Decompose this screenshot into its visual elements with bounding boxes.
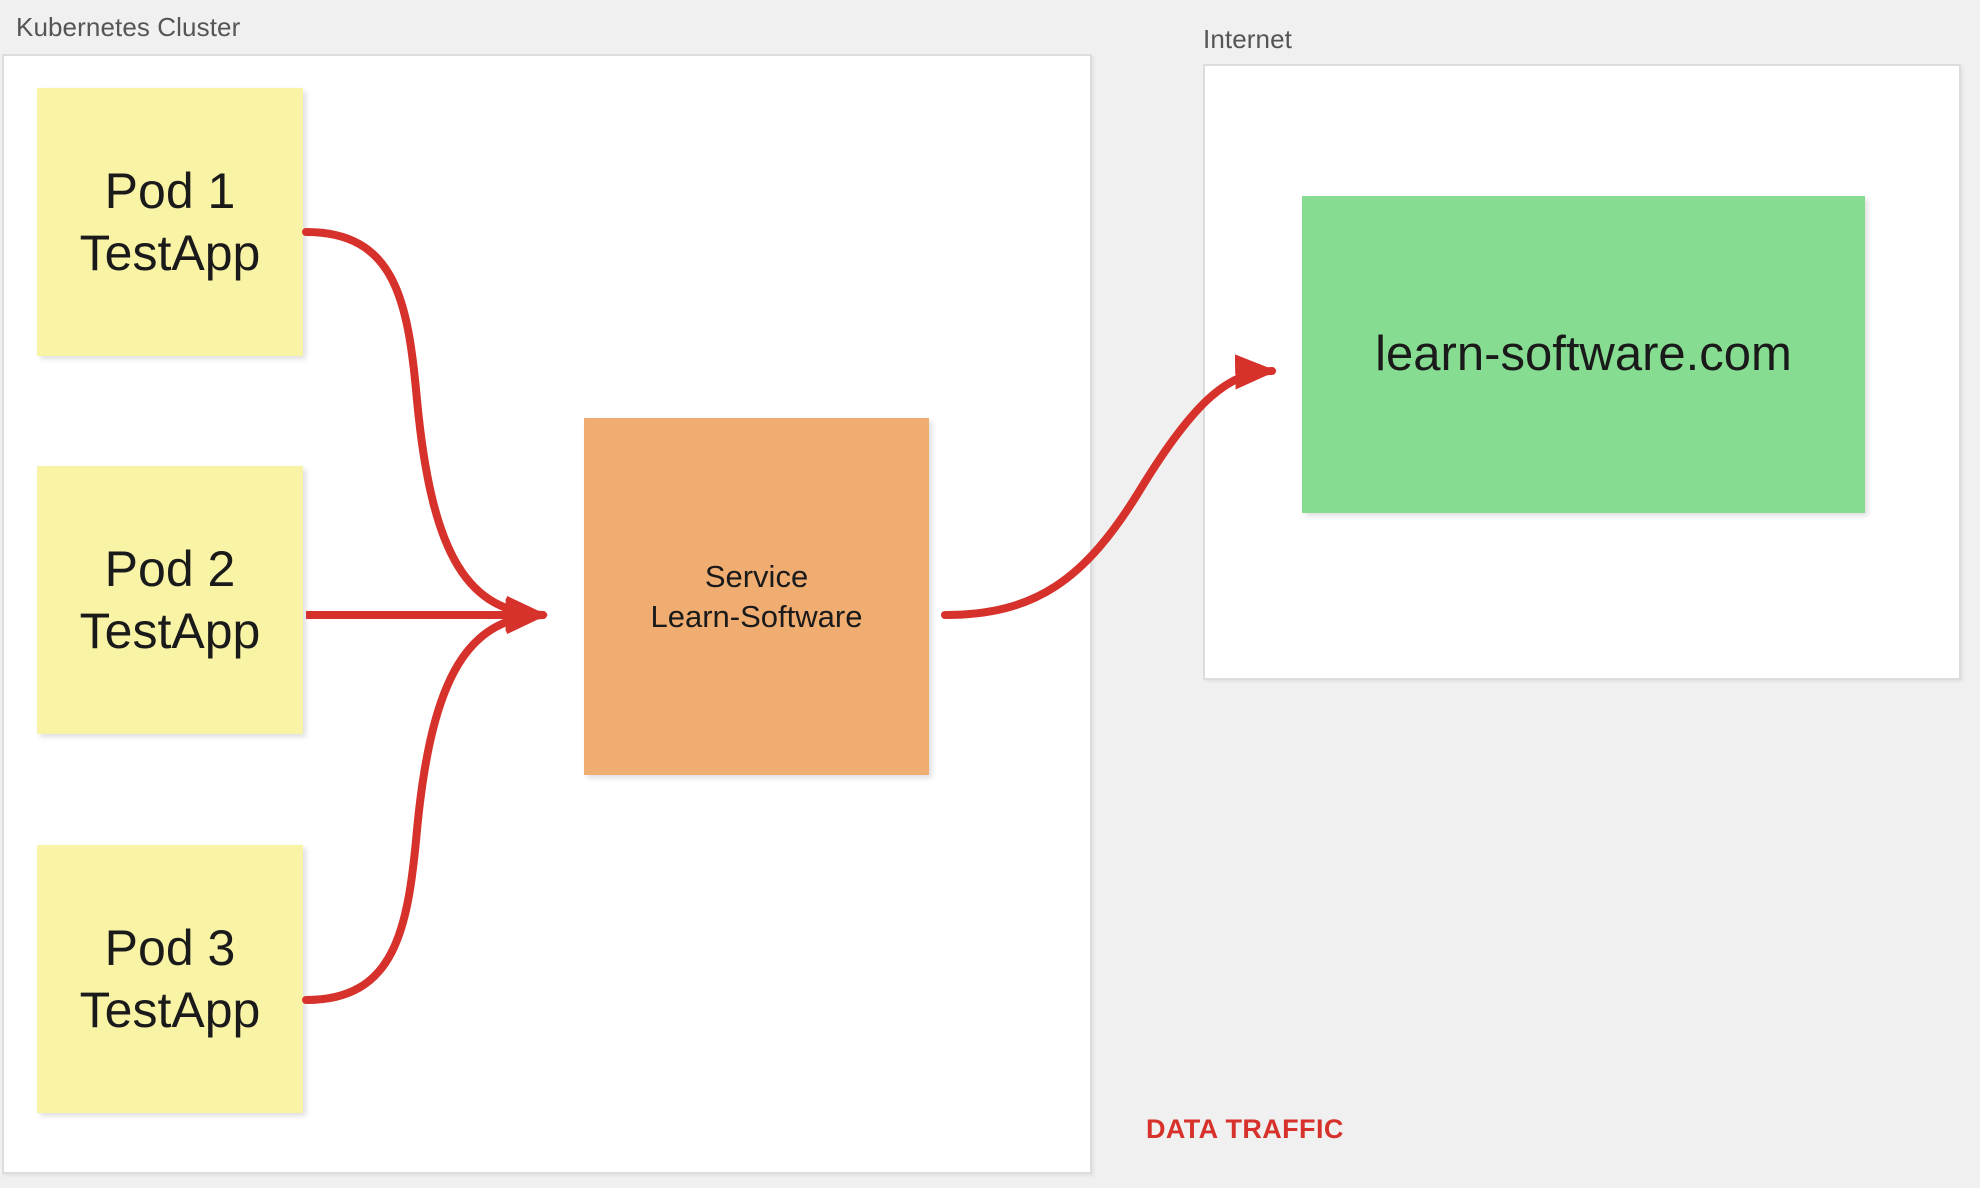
service-name: Learn-Software [650, 598, 863, 634]
node-external-site[interactable]: learn-software.com [1302, 196, 1865, 513]
node-pod-1[interactable]: Pod 1 TestApp [37, 88, 303, 356]
internet-group-label: Internet [1203, 24, 1292, 54]
node-service[interactable]: Service Learn-Software [584, 418, 929, 775]
pod-1-title: Pod 1 [104, 163, 236, 219]
cluster-group-label: Kubernetes Cluster [16, 12, 241, 42]
pod-3-title: Pod 3 [104, 920, 236, 976]
pod-3-app: TestApp [79, 982, 261, 1038]
pod-2-title: Pod 2 [104, 541, 236, 597]
external-site-label: learn-software.com [1375, 327, 1792, 382]
pod-1-app: TestApp [79, 225, 261, 281]
pod-2-app: TestApp [79, 603, 261, 659]
legend-data-traffic: DATA TRAFFIC [1146, 1114, 1344, 1144]
node-pod-3[interactable]: Pod 3 TestApp [37, 845, 303, 1113]
node-pod-2[interactable]: Pod 2 TestApp [37, 466, 303, 734]
service-title: Service [704, 558, 809, 594]
